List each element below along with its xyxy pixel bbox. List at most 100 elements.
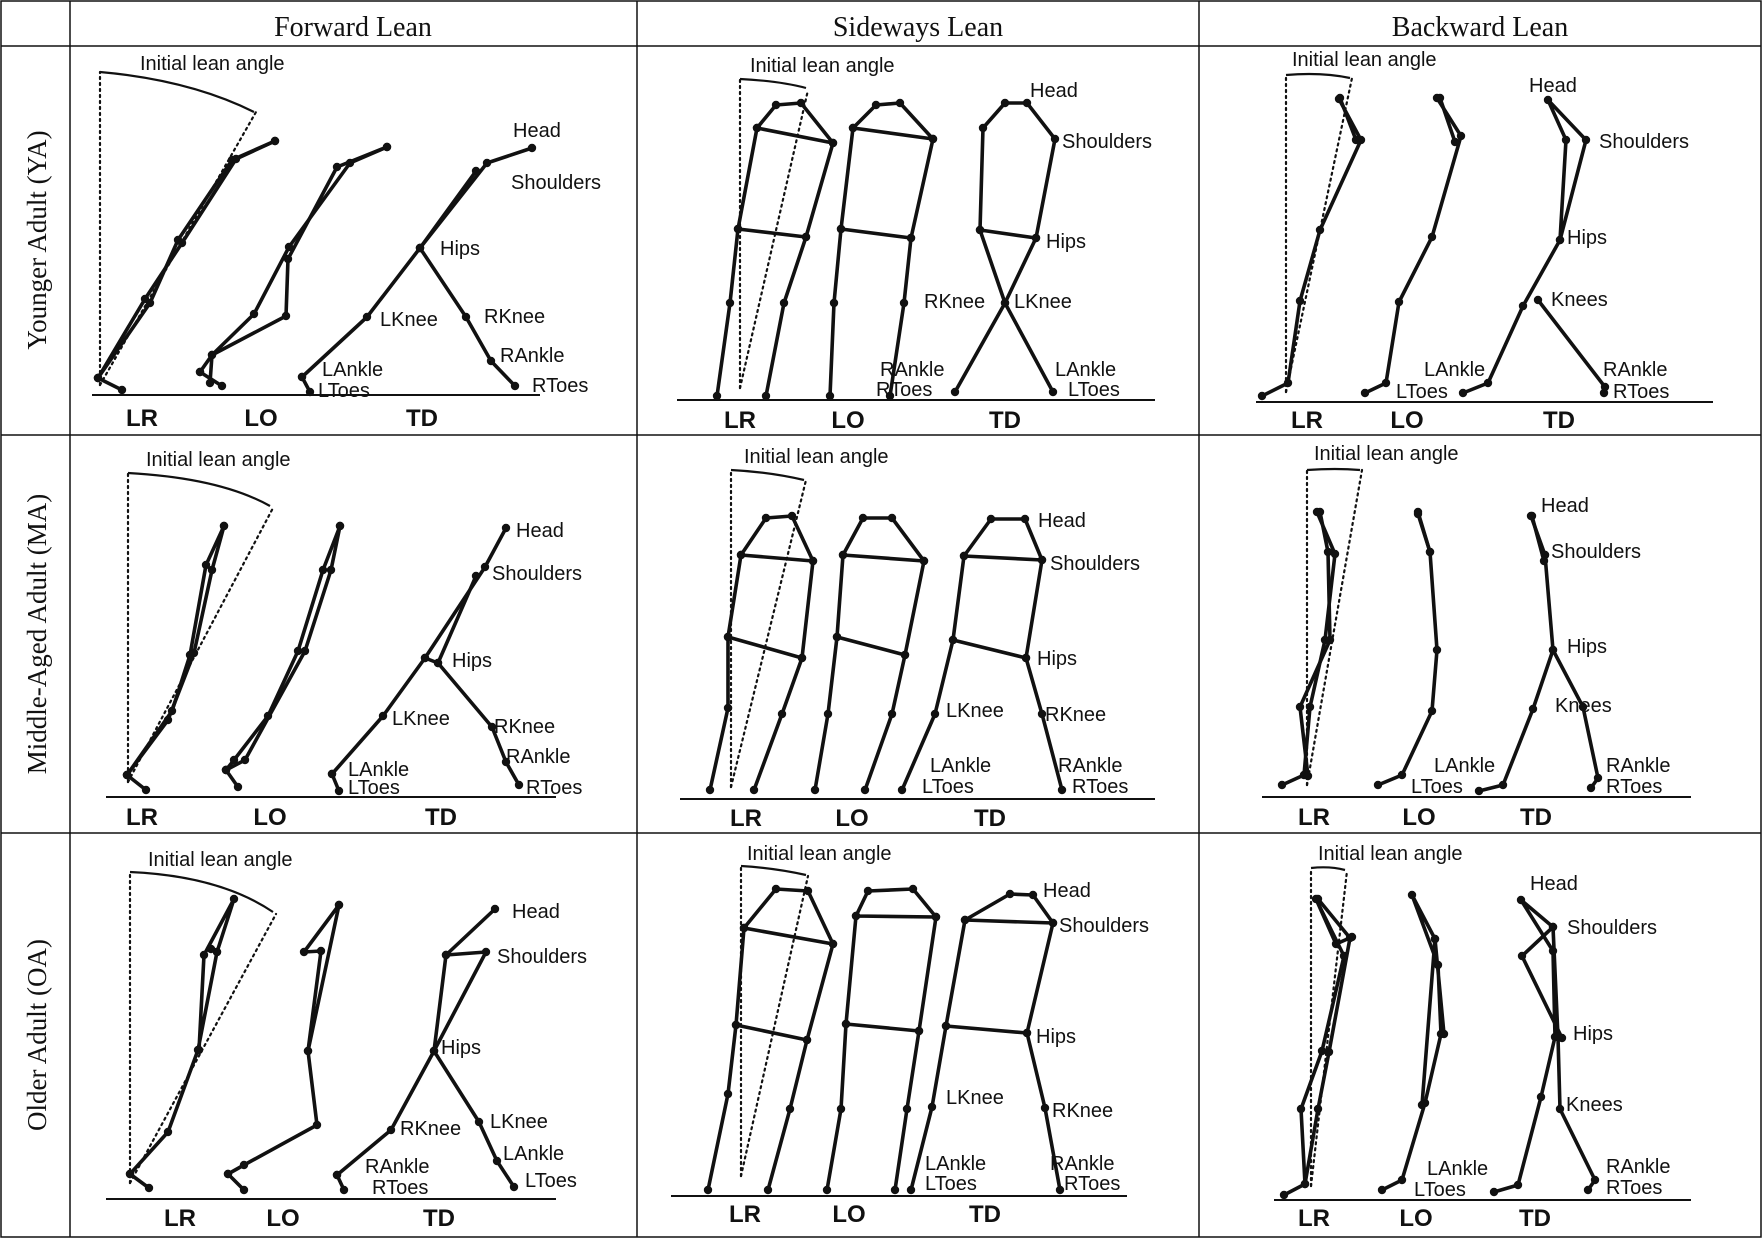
joint-marker (271, 137, 279, 145)
stick-segment (766, 237, 806, 396)
cell-r2-c2: Initial lean angleHeadShouldersHipsKnees… (1274, 843, 1691, 1232)
joint-marker (797, 99, 805, 107)
joint-label: LAnkle (322, 359, 383, 381)
joint-marker (888, 514, 896, 522)
joint-label: RToes (532, 375, 588, 397)
joint-label: LToes (1411, 776, 1463, 798)
joint-marker (734, 225, 742, 233)
joint-marker (1258, 392, 1266, 400)
column-header-forward: Forward Lean (274, 12, 432, 43)
joint-marker (909, 885, 917, 893)
cell-r0-c0: Initial lean angleHeadShouldersHipsLKnee… (92, 53, 601, 432)
stick-segment (1284, 899, 1352, 1195)
lean-angle-label: Initial lean angle (1314, 443, 1459, 465)
phase-label-lr: LR (1298, 804, 1330, 831)
phase-label-lr: LR (1291, 407, 1323, 434)
stick-segment (1532, 516, 1544, 561)
joint-marker (826, 392, 834, 400)
joint-marker (732, 1021, 740, 1029)
joint-marker (481, 563, 489, 571)
joint-marker (915, 1027, 923, 1035)
stick-segment (200, 147, 387, 372)
joint-marker (830, 299, 838, 307)
row-header-older: Older Adult (OA) (22, 939, 52, 1131)
joint-marker (1325, 1048, 1333, 1056)
joint-label: Head (512, 901, 560, 923)
phase-label-lr: LR (724, 407, 756, 434)
stick-segment (1262, 99, 1361, 396)
joint-label: Knees (1566, 1094, 1623, 1116)
joint-label: LKnee (946, 700, 1004, 722)
joint-marker (442, 951, 450, 959)
joint-marker (118, 386, 126, 394)
joint-marker (1374, 781, 1382, 789)
joint-marker (186, 651, 194, 659)
joint-label: Shoulders (1059, 915, 1149, 937)
lean-angle-label: Initial lean angle (747, 843, 892, 865)
joint-marker (1304, 772, 1312, 780)
joint-label: RAnkle (1050, 1153, 1114, 1175)
joint-label: LAnkle (503, 1143, 564, 1165)
joint-marker (1540, 557, 1548, 565)
joint-marker (336, 522, 344, 530)
phase-label-lo: LO (253, 804, 286, 831)
joint-marker (1049, 919, 1057, 927)
joint-marker (379, 712, 387, 720)
joint-label: Shoulders (492, 563, 582, 585)
joint-marker (1408, 891, 1416, 899)
stick-segment (865, 655, 905, 790)
joint-label: RToes (526, 777, 582, 799)
joint-marker (811, 786, 819, 794)
joint-marker (208, 351, 216, 359)
joint-marker (833, 633, 841, 641)
joint-marker (859, 514, 867, 522)
joint-marker (929, 135, 937, 143)
joint-marker (1554, 1033, 1562, 1041)
joint-label: LToes (1414, 1179, 1466, 1201)
joint-marker (762, 392, 770, 400)
joint-label: LKnee (392, 708, 450, 730)
joint-marker (772, 101, 780, 109)
phase-label-td: TD (1519, 1205, 1551, 1232)
joint-label: LAnkle (1055, 359, 1116, 381)
joint-marker (340, 1186, 348, 1194)
joint-marker (849, 124, 857, 132)
stick-segment (841, 139, 933, 238)
joint-marker (1519, 302, 1527, 310)
joint-label: Shoulders (1551, 541, 1641, 563)
joint-marker (949, 636, 957, 644)
joint-marker (333, 1171, 341, 1179)
joint-marker (764, 1186, 772, 1194)
joint-marker (1336, 94, 1344, 102)
joint-marker (907, 234, 915, 242)
lean-reference-line (1307, 470, 1362, 785)
joint-marker (1361, 389, 1369, 397)
joint-marker (1395, 298, 1403, 306)
joint-label: LAnkle (930, 755, 991, 777)
joint-marker (1426, 548, 1434, 556)
joint-marker (1418, 1101, 1426, 1109)
joint-label: RKnee (494, 716, 555, 738)
joint-marker (1544, 96, 1552, 104)
joint-marker (1440, 1030, 1448, 1038)
joint-marker (126, 1170, 134, 1178)
joint-marker (724, 1090, 732, 1098)
joint-marker (1517, 896, 1525, 904)
joint-label: LToes (348, 777, 400, 799)
joint-marker (1296, 703, 1304, 711)
joint-marker (528, 144, 536, 152)
joint-marker (1549, 947, 1557, 955)
stick-segment (830, 103, 933, 396)
lean-angle-arc (741, 866, 806, 875)
joint-marker (462, 313, 470, 321)
joint-marker (1001, 99, 1009, 107)
joint-marker (240, 1186, 248, 1194)
joint-marker (1428, 233, 1436, 241)
joint-marker (483, 159, 491, 167)
joint-marker (809, 557, 817, 565)
phase-label-lr: LR (729, 1201, 761, 1228)
joint-marker (335, 901, 343, 909)
lean-angle-label: Initial lean angle (744, 446, 889, 468)
joint-label: RAnkle (1603, 359, 1667, 381)
